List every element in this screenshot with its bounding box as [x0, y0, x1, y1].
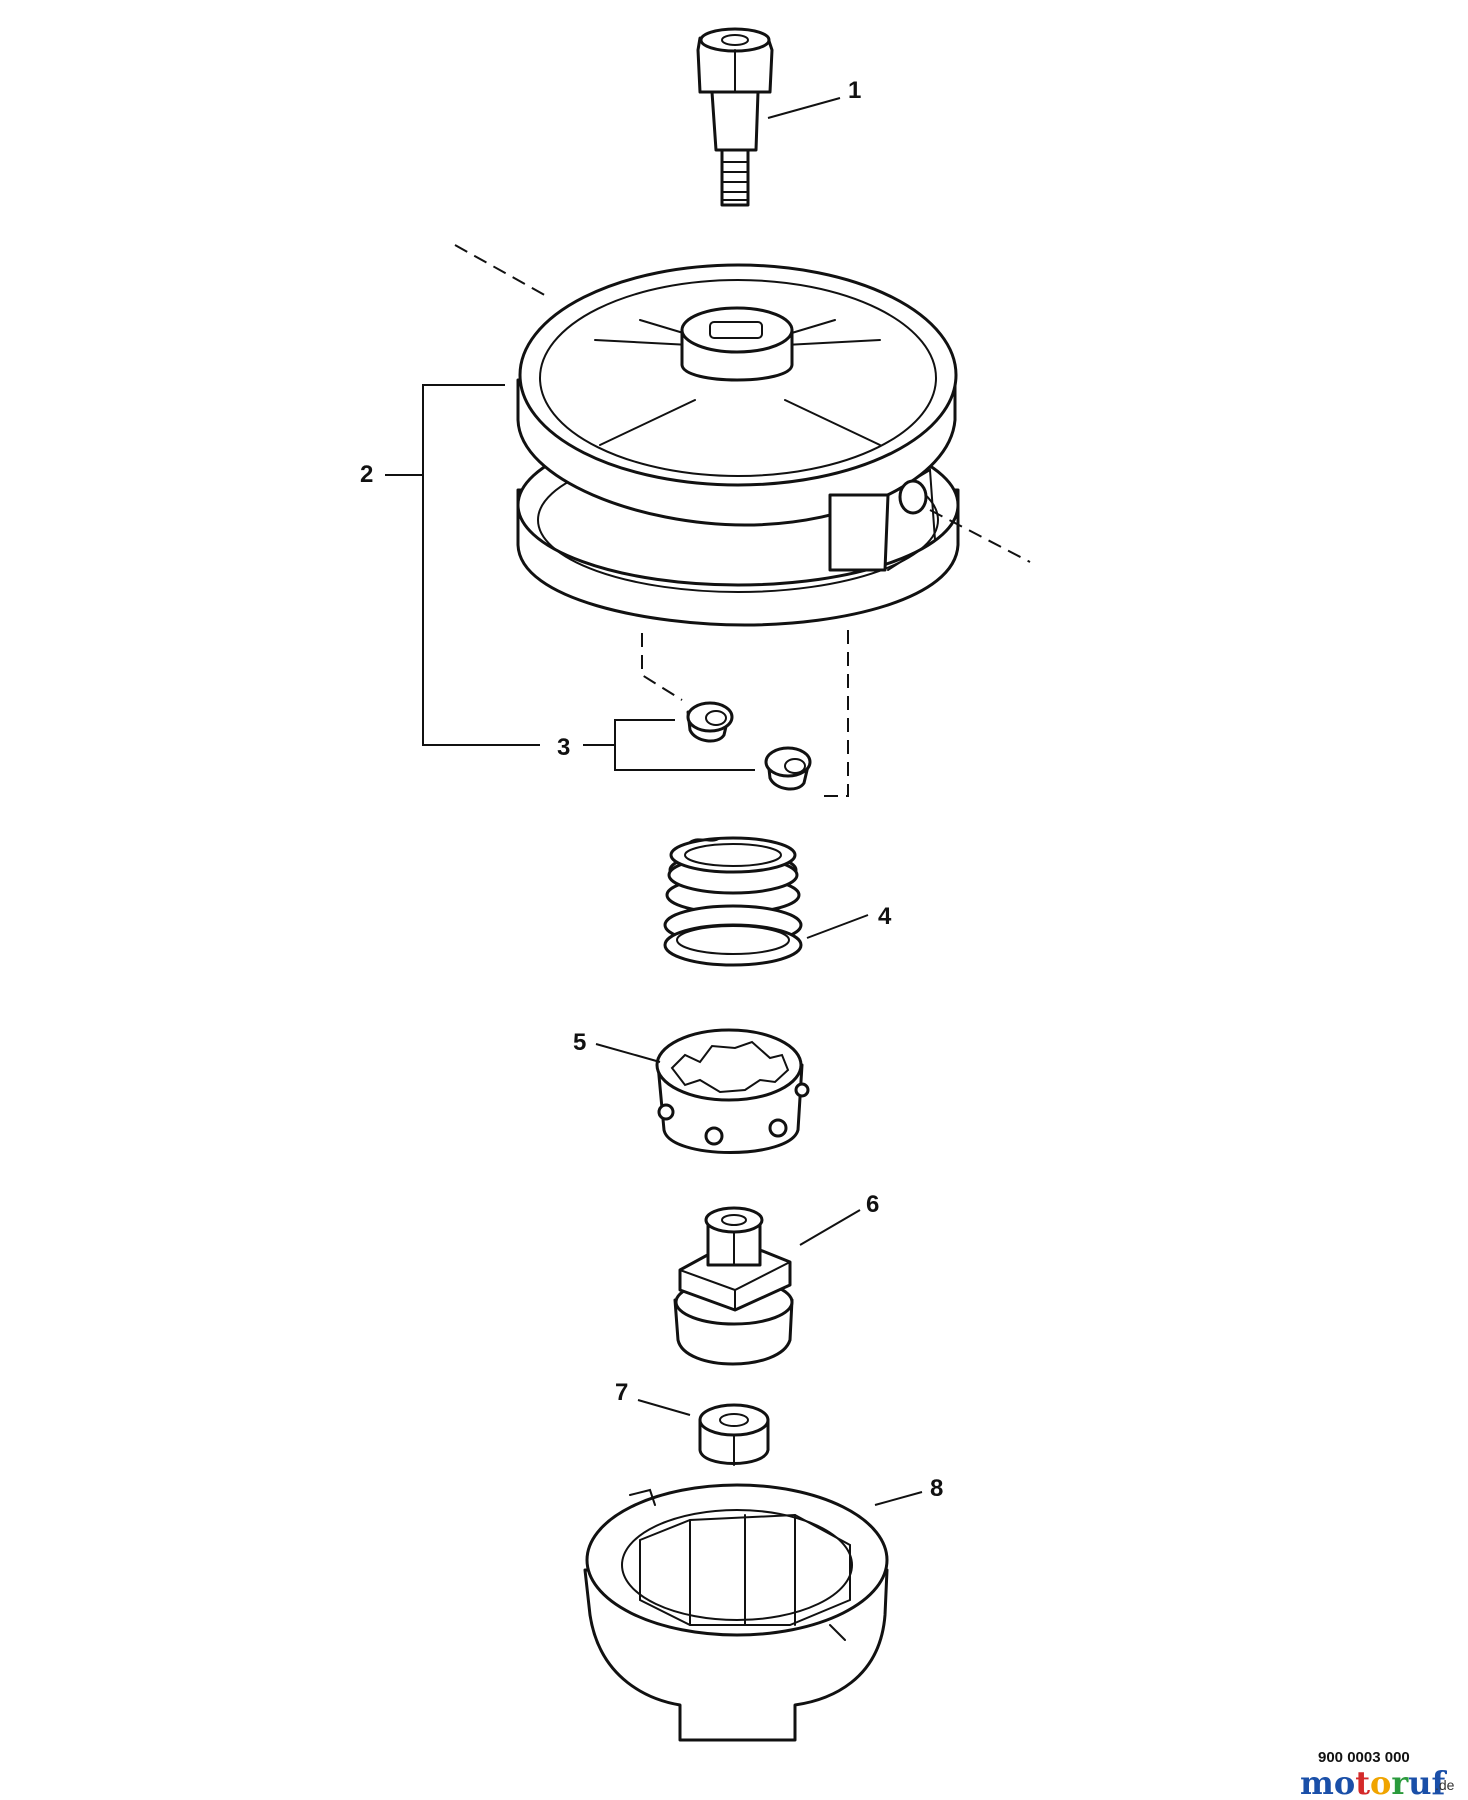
callout-8: 8 — [930, 1475, 943, 1502]
part-3-eyelet-lower — [764, 746, 812, 791]
callout-1: 1 — [848, 77, 861, 104]
part-8-bump-knob — [583, 1483, 889, 1742]
callout-5: 5 — [573, 1029, 586, 1056]
part-7-nut — [698, 1403, 770, 1466]
svg-text:.de: .de — [1435, 1777, 1455, 1793]
callout-4: 4 — [878, 903, 892, 930]
svg-text:motoruf: motoruf — [1300, 1764, 1447, 1800]
leader-lines — [385, 97, 923, 1506]
part-4-spring — [663, 836, 803, 967]
callout-numbers: 1 2 3 4 5 6 7 8 — [360, 77, 943, 1502]
assembly-lines — [454, 244, 1031, 797]
callout-3: 3 — [557, 734, 570, 761]
part-1-bolt — [696, 27, 774, 207]
watermark-logo: motoruf .de — [1300, 1764, 1455, 1800]
callout-6: 6 — [866, 1191, 879, 1218]
part-3-eyelet-upper — [686, 701, 734, 743]
part-5-drive-hub — [655, 1028, 810, 1154]
part-6-adapter — [673, 1206, 794, 1366]
document-number: 900 0003 000 — [1318, 1749, 1410, 1766]
callout-7: 7 — [615, 1379, 628, 1406]
part-2-spool-housing — [516, 263, 960, 627]
callout-2: 2 — [360, 461, 373, 488]
